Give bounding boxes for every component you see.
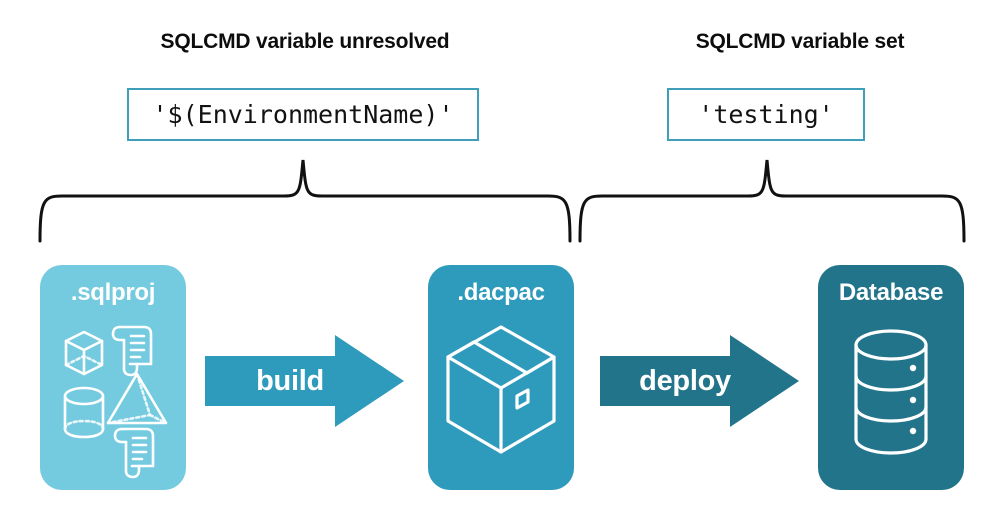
stage-label-database: Database [838,279,944,306]
arrow-deploy-shape [600,335,799,427]
brace-left-icon [38,159,572,243]
code-text-unresolved: '$(EnvironmentName)' [152,100,454,129]
stage-box-sqlproj: .sqlproj [40,265,186,490]
code-text-set: 'testing' [698,100,834,129]
stage-box-dacpac: .dacpac [428,265,574,490]
arrow-deploy: deploy [600,334,800,428]
cylinder-icon [63,386,105,439]
arrow-build: build [205,334,405,428]
database-cylinder-icon [854,329,928,455]
pyramid-icon [106,372,168,425]
cube-icon [64,330,104,376]
stage-label-sqlproj: .sqlproj [70,279,156,306]
arrow-deploy-icon [600,335,799,427]
brace-right-icon [578,159,966,243]
sqlproj-icon-cluster [63,325,168,479]
code-box-unresolved-variable: '$(EnvironmentName)' [127,88,479,141]
package-box-icon [446,325,556,454]
scroll-icon-top [111,325,153,377]
code-box-variable-set: 'testing' [667,88,865,141]
group-title-right: SQLCMD variable set [695,30,905,53]
database-icon-cluster [854,329,928,455]
arrow-build-shape [205,335,404,427]
scroll-icon-bottom [113,427,155,479]
arrow-build-icon [205,335,404,427]
group-title-left: SQLCMD variable unresolved [160,30,450,53]
stage-box-database: Database [818,265,964,490]
stage-label-dacpac: .dacpac [457,279,545,306]
dacpac-icon-cluster [446,325,556,454]
